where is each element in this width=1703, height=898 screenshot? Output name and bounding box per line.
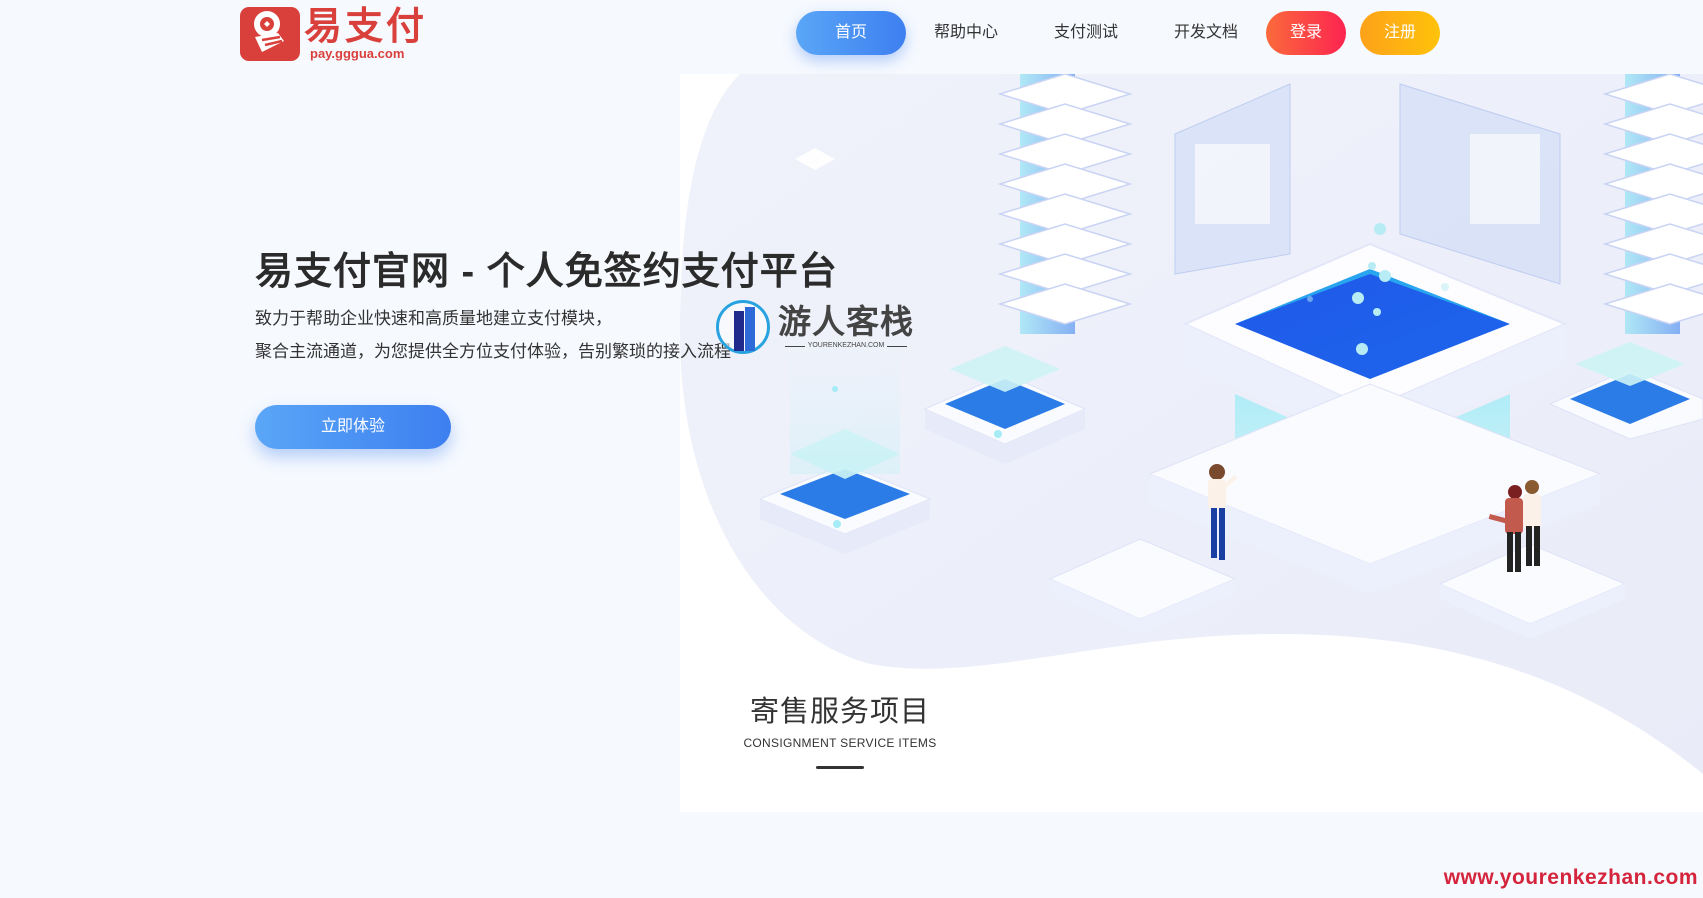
watermark: 游人客栈 YOURENKEZHAN.COM bbox=[716, 300, 914, 354]
register-button[interactable]: 注册 bbox=[1360, 11, 1440, 55]
nav-help-center[interactable]: 帮助中心 bbox=[933, 24, 998, 41]
section-divider bbox=[816, 766, 864, 769]
nav-dev-docs[interactable]: 开发文档 bbox=[1173, 24, 1238, 41]
hero-desc-line-1: 致力于帮助企业快速和高质量地建立支付模块， bbox=[255, 309, 612, 328]
hero-desc-line-2: 聚合主流通道，为您提供全方位支付体验，告别繁琐的接入流程 bbox=[255, 342, 731, 361]
nav-home[interactable]: 首页 bbox=[796, 11, 906, 55]
section-heading: 寄售服务项目 CONSIGNMENT SERVICE ITEMS bbox=[680, 692, 1000, 769]
section-title-cn: 寄售服务项目 bbox=[749, 696, 930, 728]
hero-title: 易支付官网 - 个人免签约支付平台 bbox=[255, 251, 838, 293]
hero-description: 致力于帮助企业快速和高质量地建立支付模块， 聚合主流通道，为您提供全方位支付体验… bbox=[255, 302, 731, 368]
logo-mark-icon bbox=[240, 7, 300, 61]
footer-watermark: www.yourenkezhan.com bbox=[1443, 866, 1698, 889]
section-title-en: CONSIGNMENT SERVICE ITEMS bbox=[743, 736, 937, 750]
logo-name: 易支付 bbox=[304, 6, 428, 48]
logo-url: pay.gggua.com bbox=[310, 46, 405, 61]
watermark-en: YOURENKEZHAN.COM bbox=[782, 341, 911, 351]
watermark-logo-icon bbox=[716, 300, 770, 354]
try-now-button[interactable]: 立即体验 bbox=[255, 405, 451, 449]
site-logo[interactable]: 易支付 pay.gggua.com bbox=[240, 7, 445, 62]
nav-payment-test[interactable]: 支付测试 bbox=[1053, 24, 1118, 41]
main-nav: 首页 帮助中心 支付测试 开发文档 登录 注册 bbox=[796, 11, 1440, 55]
site-header: 易支付 pay.gggua.com 首页 帮助中心 支付测试 开发文档 登录 注… bbox=[0, 0, 1703, 66]
hero-illustration bbox=[680, 74, 1703, 774]
watermark-cn: 游人客栈 bbox=[778, 302, 914, 341]
login-button[interactable]: 登录 bbox=[1266, 11, 1346, 55]
